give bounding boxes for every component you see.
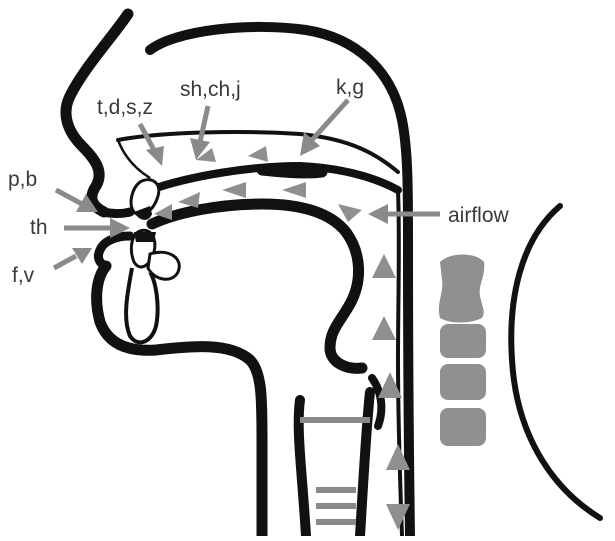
upper-lip-outline bbox=[104, 212, 130, 214]
vertebra-4 bbox=[440, 408, 486, 446]
label-postalveolar: sh,ch,j bbox=[180, 78, 241, 101]
soft-palate bbox=[262, 170, 322, 173]
vertebra-3 bbox=[440, 364, 486, 400]
label-airflow: airflow bbox=[448, 204, 510, 227]
label-velar: k,g bbox=[336, 76, 364, 99]
back-of-neck-outline bbox=[511, 206, 600, 518]
skull-top-outline bbox=[150, 27, 410, 536]
chin-jaw-outline bbox=[97, 266, 262, 536]
airflow-triangle bbox=[338, 204, 362, 222]
pharynx-back-wall bbox=[398, 190, 402, 536]
label-dental: th bbox=[30, 216, 48, 239]
label-bilabial: p,b bbox=[8, 168, 37, 191]
airflow-triangle bbox=[222, 182, 246, 198]
arrow-alveolar bbox=[140, 124, 164, 166]
airflow-triangle bbox=[372, 316, 396, 340]
airflow-triangle bbox=[282, 182, 306, 198]
label-alveolar: t,d,s,z bbox=[97, 96, 153, 119]
arrow-velar bbox=[300, 100, 348, 156]
airflow-triangle bbox=[178, 192, 200, 208]
label-labiodental: f,v bbox=[12, 264, 35, 287]
larynx-back-wall bbox=[360, 392, 370, 536]
airflow-triangle bbox=[372, 254, 396, 278]
airflow-triangle bbox=[248, 146, 268, 162]
arrow-labiodental bbox=[54, 248, 92, 268]
lower-jaw-teeth-root bbox=[126, 268, 158, 342]
upper-gum-outline bbox=[118, 140, 150, 178]
vertebra-1 bbox=[439, 255, 484, 323]
vertebra-2 bbox=[440, 324, 486, 358]
